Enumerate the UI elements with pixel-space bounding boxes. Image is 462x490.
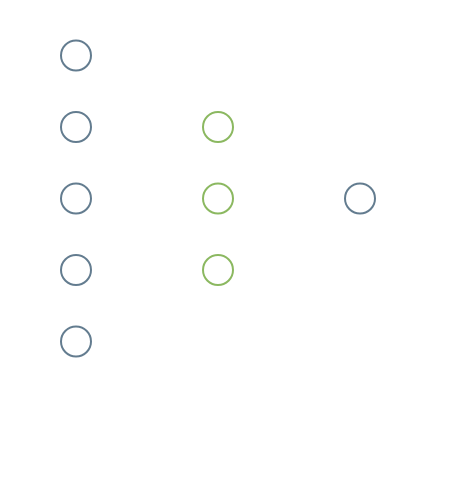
node-circle-right-1 [344, 182, 376, 215]
node-circle-middle-3 [202, 254, 234, 286]
node-circle-left-4 [60, 254, 92, 286]
node-column-right [344, 182, 376, 215]
node-column-left [60, 39, 92, 358]
node-circle-left-2 [60, 111, 92, 143]
node-circle-middle-2 [202, 182, 234, 215]
node-circle-left-1 [60, 39, 92, 72]
node-column-middle [202, 111, 234, 286]
node-circle-left-5 [60, 325, 92, 358]
node-circle-middle-1 [202, 111, 234, 143]
node-circle-left-3 [60, 182, 92, 215]
